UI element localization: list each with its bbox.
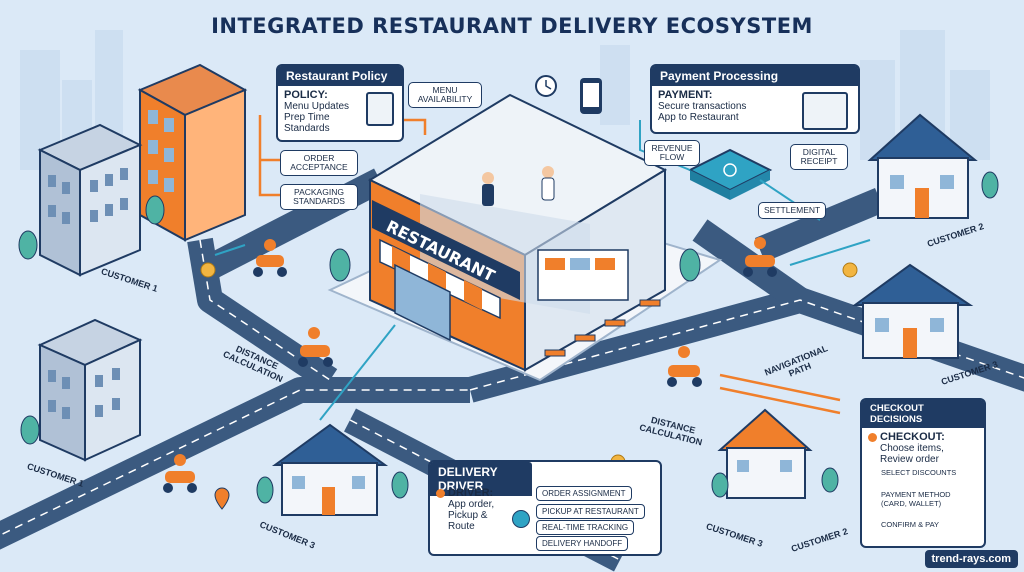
payment-label: PAYMENT: (658, 89, 713, 101)
checkout-decisions-heading: CHECKOUT DECISIONS (862, 400, 984, 428)
clock-icon (535, 75, 557, 97)
driver-step: DELIVERY HANDOFF (536, 536, 629, 551)
payment-processing-panel: Payment Processing PAYMENT: Secure trans… (650, 64, 860, 134)
driver-line: Route (448, 521, 475, 532)
checkout-body: CHECKOUT: Choose items, Review order (862, 428, 984, 469)
page-title: INTEGRATED RESTAURANT DELIVERY ECOSYSTEM (211, 14, 813, 38)
payment-line: Secure transactions (658, 101, 747, 112)
restaurant-policy-panel: Restaurant Policy POLICY: Menu Updates P… (276, 64, 404, 142)
driver-line: Pickup & (448, 510, 488, 521)
patio-tables (544, 299, 661, 357)
check-circle-icon (512, 510, 530, 528)
settlement-tag: SETTLEMENT (758, 202, 826, 219)
payment-processing-heading: Payment Processing (652, 66, 858, 86)
delivery-scooter-icon (298, 327, 333, 367)
customer2-house-bottom (717, 408, 813, 499)
checkout-step: PAYMENT METHOD (Card, Wallet) (876, 488, 974, 510)
digital-receipt-tag: DIGITAL RECEIPT (790, 144, 848, 170)
customer1-lower-building (37, 318, 143, 462)
trees (18, 171, 999, 504)
navigation-path-arrows (258, 115, 841, 415)
payment-line: App to Restaurant (658, 112, 739, 123)
policy-line: Prep Time (284, 112, 330, 123)
customer1-apartment (137, 63, 248, 242)
delivery-driver-heading: DELIVERY DRIVER (430, 462, 532, 496)
delivery-scooter-icon (667, 346, 702, 387)
checkout-decisions-panel: CHECKOUT DECISIONS CHECKOUT: Choose item… (860, 398, 986, 548)
driver-body: DRIVER: App order, Pickup & Route (436, 488, 516, 532)
payment-hub (687, 148, 773, 200)
customer3-house-bottom (271, 423, 389, 516)
map-pin-icon (214, 487, 230, 510)
policy-line: Menu Updates (284, 101, 350, 112)
customer2-house-top (867, 113, 978, 219)
delivery-scooter-icon (163, 454, 197, 493)
driver-label: DRIVER: (448, 487, 494, 499)
driver-step: ORDER ASSIGNMENT (536, 486, 632, 501)
chef-figures (482, 166, 555, 206)
packaging-standards-tag: PACKAGING STANDARDS (280, 184, 358, 210)
policy-line: Standards (284, 123, 330, 134)
info-dot-icon (868, 432, 877, 442)
restaurant-awning (379, 238, 501, 342)
checkout-step: CONFIRM & PAY (876, 518, 945, 531)
driver-step: REAL-TIME TRACKING (536, 520, 635, 535)
checklist-icon (366, 92, 394, 126)
order-acceptance-tag: ORDER ACCEPTANCE (280, 150, 358, 176)
delivery-scooter-icon (253, 239, 287, 277)
checkout-label: CHECKOUT: (880, 431, 945, 443)
customer3-house-right (851, 263, 974, 359)
revenue-flow-tag: REVENUE FLOW (644, 140, 700, 166)
policy-body: POLICY: Menu Updates Prep Time Standards (278, 86, 402, 138)
menu-availability-tag: MENU AVAILABILITY (408, 82, 482, 108)
checkout-step: SELECT DISCOUNTS (876, 466, 962, 479)
phone-icon (580, 78, 602, 114)
site-credit[interactable]: trend-rays.com (924, 550, 1018, 568)
driver-line: App order, (448, 499, 495, 510)
customer1-office-building (37, 123, 143, 277)
checkout-line: Review order (880, 454, 939, 465)
driver-step: PICKUP AT RESTAURANT (536, 504, 645, 519)
receipt-icon (802, 92, 848, 130)
checkout-line: Choose items, (880, 443, 944, 454)
delivery-driver-panel: DELIVERY DRIVER DRIVER: App order, Picku… (428, 460, 662, 556)
info-dot-icon (436, 488, 445, 498)
policy-label: POLICY: (284, 89, 328, 101)
payment-body: PAYMENT: Secure transactions App to Rest… (652, 86, 858, 127)
delivery-scooter-icon (743, 237, 777, 277)
restaurant-policy-heading: Restaurant Policy (278, 66, 402, 86)
